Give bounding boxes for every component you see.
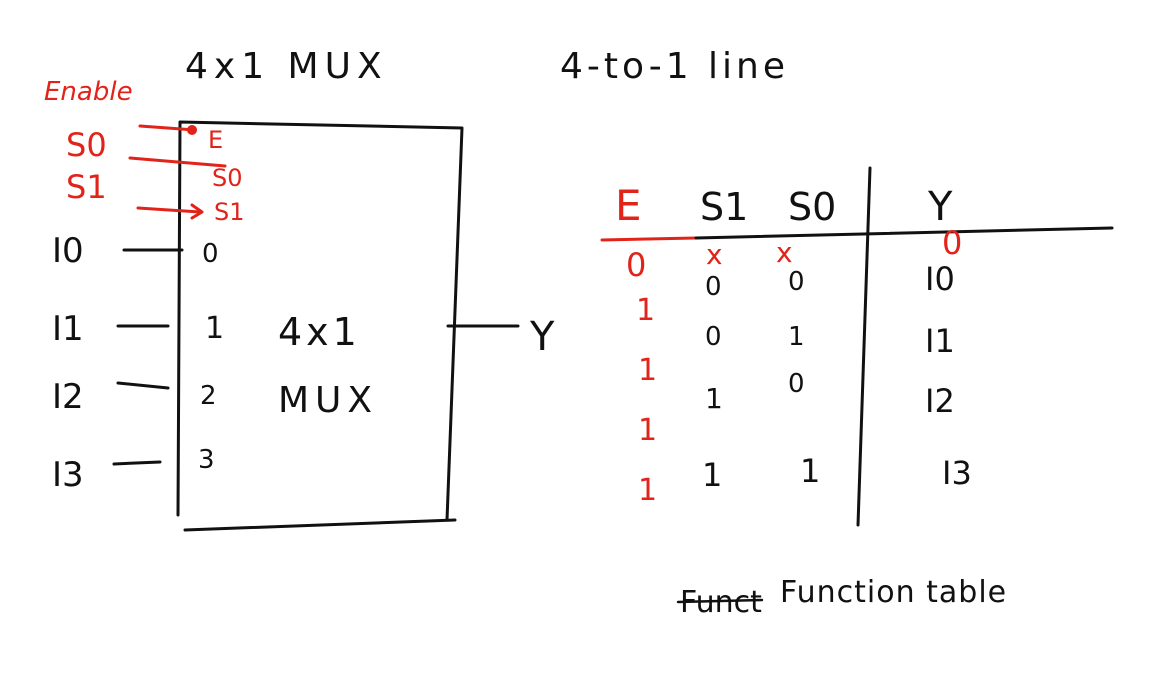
table-header-underline — [600, 236, 698, 242]
table-cell: 0 — [705, 272, 722, 302]
table-cell-output: I0 — [925, 260, 955, 298]
function-table: E S1 S0 Y 0 x x 0 1 0 0 I0 1 0 1 I1 1 1 … — [600, 166, 1114, 620]
table-cell: 0 — [788, 267, 805, 297]
table-cell: 1 — [702, 456, 722, 494]
control-wire-arrow — [190, 203, 204, 220]
control-inside-label: E — [208, 126, 223, 154]
mux-center-name: MUX — [278, 380, 378, 421]
control-wire — [136, 206, 202, 214]
mux-block-diagram: Enable S0 S1 E S0 S1 I0 0 I1 1 I2 2 I3 3… — [44, 77, 555, 532]
enable-label: Enable — [44, 77, 133, 107]
data-input-index: 2 — [200, 381, 217, 411]
title-mux: 4x1 MUX — [185, 46, 388, 87]
control-wire-dot — [187, 125, 197, 135]
table-header: S0 — [788, 185, 836, 229]
table-cell: 0 — [705, 322, 722, 352]
data-input-wire — [116, 381, 170, 390]
data-input-label: I0 — [52, 231, 84, 271]
title-line: 4-to-1 line — [560, 46, 789, 87]
table-cell: x — [776, 236, 793, 269]
control-inside-label: S1 — [214, 198, 245, 226]
table-header: Y — [927, 184, 953, 230]
mux-box — [176, 120, 464, 532]
data-input-index: 0 — [202, 239, 219, 269]
control-wire — [138, 124, 197, 132]
table-cell: x — [706, 238, 723, 271]
table-cell-output: I1 — [925, 322, 955, 360]
table-cell-enable: 1 — [638, 473, 657, 508]
data-input-label: I3 — [52, 455, 84, 495]
data-input-index: 1 — [205, 311, 224, 346]
table-header: S1 — [700, 185, 748, 229]
data-input-label: I1 — [52, 309, 84, 349]
table-header-underline — [694, 226, 1114, 240]
table-cell-enable: 1 — [636, 293, 655, 328]
data-input-index: 3 — [198, 445, 215, 475]
function-table-caption: Function table — [780, 575, 1007, 610]
table-cell-output: I3 — [942, 454, 972, 492]
output-label: Y — [529, 314, 555, 360]
caption-strikethrough — [676, 598, 764, 604]
control-wire — [128, 156, 227, 168]
table-cell-enable: 0 — [626, 246, 646, 284]
mux-center-size: 4x1 — [278, 310, 361, 354]
table-cell: 1 — [705, 382, 723, 415]
control-outside-label: S1 — [66, 168, 107, 206]
table-header-enable: E — [615, 181, 642, 230]
table-cell-enable: 1 — [638, 413, 657, 448]
data-input-label: I2 — [52, 377, 84, 417]
table-cell-output: 0 — [942, 224, 962, 262]
table-cell-output: I2 — [925, 382, 955, 420]
control-inside-label: S0 — [212, 164, 243, 192]
data-input-wire — [112, 460, 162, 466]
table-cell: 1 — [800, 452, 820, 490]
table-cell: 0 — [788, 369, 805, 399]
table-divider — [856, 166, 872, 527]
control-outside-label: S0 — [66, 126, 107, 164]
table-cell: 1 — [788, 322, 805, 352]
table-cell-enable: 1 — [638, 353, 657, 388]
